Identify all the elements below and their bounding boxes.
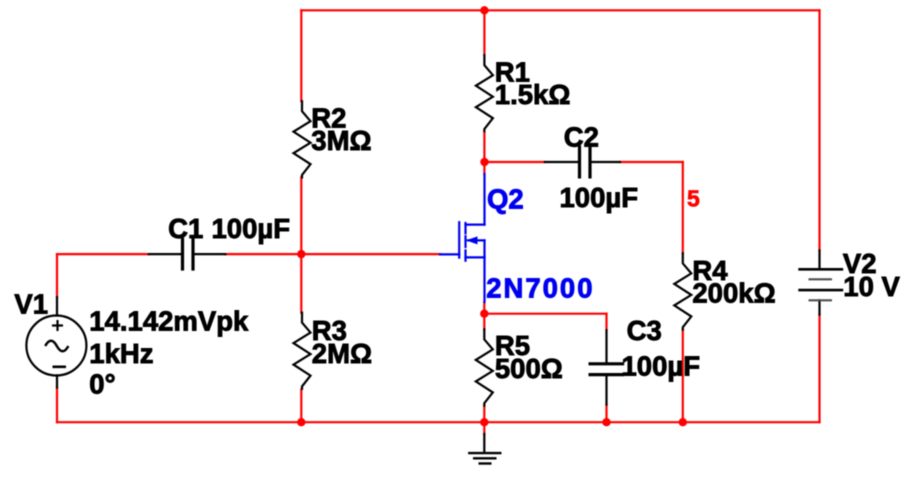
- svg-text:C3: C3: [627, 315, 662, 346]
- svg-text:V1: V1: [14, 289, 48, 320]
- svg-text:R5: R5: [495, 330, 530, 361]
- svg-text:500Ω: 500Ω: [495, 353, 563, 384]
- svg-text:100µF: 100µF: [560, 182, 639, 213]
- svg-text:C1: C1: [168, 213, 203, 244]
- svg-text:R4: R4: [692, 255, 728, 286]
- svg-text:2N7000: 2N7000: [486, 273, 594, 304]
- svg-text:R2: R2: [311, 102, 346, 133]
- svg-text:10 V: 10 V: [843, 271, 900, 302]
- svg-text:1kHz: 1kHz: [89, 338, 153, 369]
- svg-text:Q2: Q2: [487, 184, 524, 215]
- svg-text:1.5kΩ: 1.5kΩ: [495, 79, 571, 110]
- svg-text:200kΩ: 200kΩ: [692, 278, 775, 309]
- svg-text:R1: R1: [495, 56, 530, 87]
- svg-text:R3: R3: [312, 315, 347, 346]
- svg-text:2MΩ: 2MΩ: [312, 338, 372, 369]
- svg-text:0°: 0°: [89, 369, 115, 400]
- svg-text:3MΩ: 3MΩ: [311, 125, 371, 156]
- svg-text:100µF: 100µF: [622, 350, 701, 381]
- svg-text:5: 5: [687, 185, 700, 211]
- svg-text:V2: V2: [843, 248, 877, 279]
- svg-text:14.142mVpk: 14.142mVpk: [89, 306, 249, 337]
- svg-text:100µF: 100µF: [212, 213, 291, 244]
- svg-text:C2: C2: [564, 122, 599, 153]
